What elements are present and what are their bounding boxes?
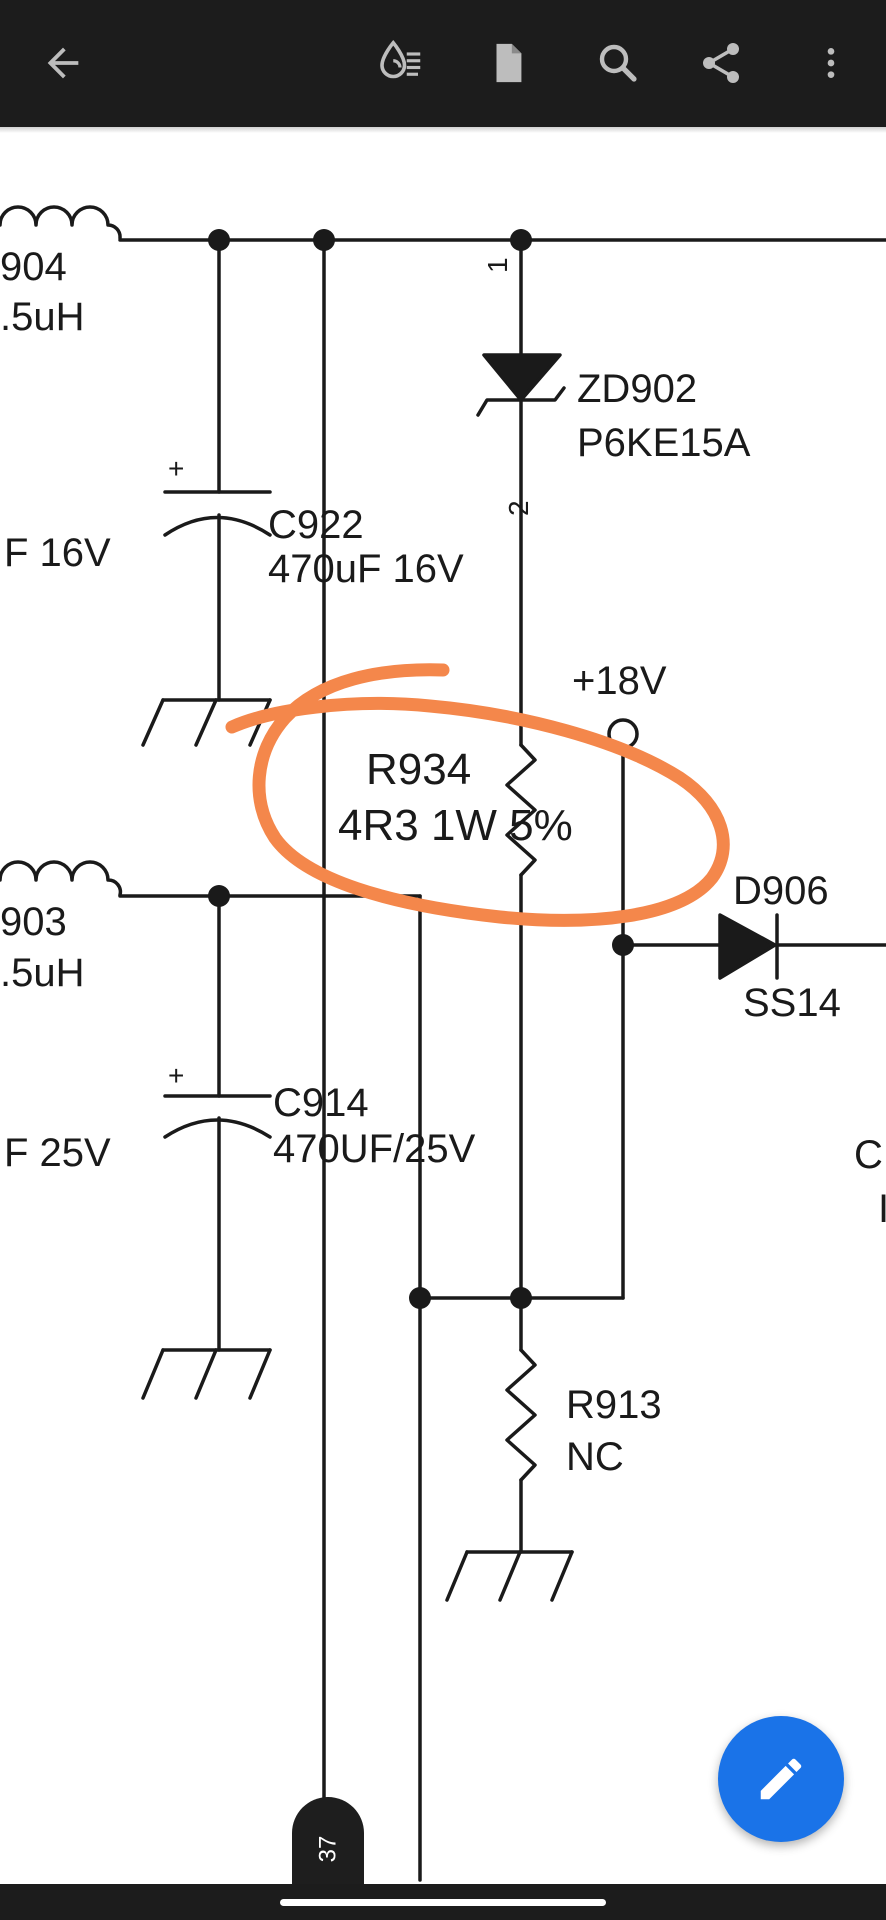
back-button[interactable] <box>28 28 98 98</box>
r913-resistor <box>505 1348 537 1482</box>
r934-ref-label: R934 <box>366 745 471 794</box>
c914-plus-sign: + <box>168 1060 184 1091</box>
edit-pencil-icon <box>760 1758 802 1800</box>
page-number-label: 37 <box>313 1835 341 1862</box>
toolbar-shadow <box>0 127 886 133</box>
junction-dot <box>208 229 230 251</box>
ink-adjust-button[interactable] <box>365 28 435 98</box>
l904-value-label: .5uH <box>0 295 85 339</box>
r934-value-label: 4R3 1W 5% <box>338 801 573 850</box>
inductor-l904-coil <box>0 205 122 240</box>
zd902-part-label: P6KE15A <box>577 421 751 465</box>
d906-diode-triangle <box>718 913 777 980</box>
orange-annotation-circle <box>225 663 730 927</box>
edit-fab-button[interactable] <box>718 1716 844 1842</box>
junction-dot <box>409 1287 431 1309</box>
right-edge-ref-partial: C <box>854 1133 883 1177</box>
page-number-badge[interactable]: 37 <box>292 1797 364 1900</box>
document-button[interactable] <box>473 28 543 98</box>
d906-part-label: SS14 <box>743 981 841 1025</box>
l903-ref-label: 903 <box>0 900 67 944</box>
more-vert-icon <box>827 48 835 78</box>
junction-dot <box>612 934 634 956</box>
cap-left-bottom-value: F 25V <box>4 1131 111 1175</box>
back-arrow-icon <box>47 47 79 79</box>
junction-dot <box>510 229 532 251</box>
search-button[interactable] <box>583 28 653 98</box>
r913-ref-label: R913 <box>566 1383 662 1427</box>
document-icon <box>496 43 522 83</box>
more-options-button[interactable] <box>796 28 866 98</box>
home-gesture-handle[interactable] <box>280 1899 606 1906</box>
junction-dot <box>313 229 335 251</box>
share-button[interactable] <box>686 28 756 98</box>
search-icon <box>599 44 637 82</box>
zd902-ref-label: ZD902 <box>577 367 697 411</box>
cap-left-top-value: F 16V <box>4 531 111 575</box>
r913-value-label: NC <box>566 1435 624 1479</box>
top-app-bar <box>0 0 886 127</box>
c922-plus-sign: + <box>168 453 184 484</box>
inductor-l903-coil <box>0 860 123 897</box>
system-navigation-bar <box>0 1884 886 1920</box>
right-edge-value-partial: I <box>878 1187 886 1231</box>
l904-ref-label: 904 <box>0 245 67 289</box>
junction-dot <box>510 1287 532 1309</box>
c914-value-label: 470UF/25V <box>273 1127 476 1171</box>
c914-ref-label: C914 <box>273 1081 369 1125</box>
c922-value-label: 470uF 16V <box>268 547 464 591</box>
rail-18v-label: +18V <box>572 659 667 703</box>
zd902-pin2-label: 2 <box>503 500 534 516</box>
ink-drop-icon <box>380 39 421 79</box>
d906-ref-label: D906 <box>733 869 829 913</box>
c922-ref-label: C922 <box>268 503 364 547</box>
zd902-diode-triangle <box>482 353 562 402</box>
zd902-pin1-label: 1 <box>482 257 513 273</box>
r934-resistor <box>505 743 537 877</box>
share-icon <box>703 43 739 83</box>
junction-dot <box>208 885 230 907</box>
l903-value-label: .5uH <box>0 951 85 995</box>
